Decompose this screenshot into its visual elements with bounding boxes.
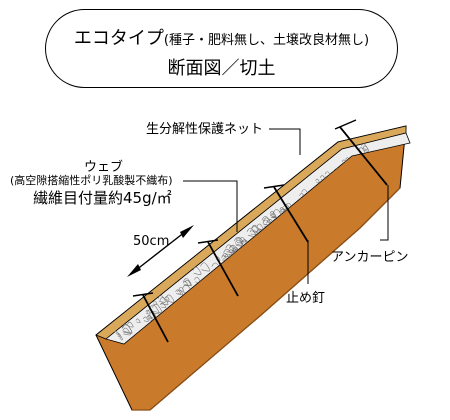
web-fiber — [164, 296, 170, 301]
web-fiber — [160, 302, 166, 308]
web-fiber — [157, 295, 166, 303]
net-label: 生分解性保護ネット — [146, 122, 264, 137]
title-product: エコタイプ — [73, 28, 164, 49]
web-fiber — [362, 145, 370, 152]
web-fiber — [165, 294, 175, 303]
web-fiber — [200, 262, 210, 272]
subtitle: 断面図／切土 — [167, 58, 276, 79]
web-fiber — [249, 229, 256, 236]
web-fiber — [145, 309, 151, 315]
web-fiber — [235, 239, 243, 247]
title-box: エコタイプ(種子・肥料無し、土壌改良材無し) 断面図／切土 — [45, 9, 398, 88]
web-fiber — [147, 314, 153, 320]
web-fiber — [269, 211, 276, 217]
stop-nail-label: 止め釘 — [286, 291, 326, 306]
anchor-pin-leader-line — [380, 185, 389, 241]
anchor-pin-label: アンカーピン — [331, 250, 409, 265]
web-fiber — [192, 266, 202, 275]
web-fiber — [121, 323, 132, 333]
slope-toe-line — [132, 187, 401, 411]
soil-layer — [95, 125, 407, 411]
stop-nail-1 — [132, 292, 169, 343]
stop-nail-3 — [263, 184, 309, 243]
web-fiber — [236, 237, 244, 244]
web-fiber — [256, 223, 264, 230]
web-fiber — [252, 225, 259, 232]
web-fiber — [143, 316, 149, 322]
web-fiber — [182, 281, 189, 286]
web-fiber — [175, 289, 182, 295]
title-line: エコタイプ(種子・肥料無し、土壌改良材無し) — [46, 24, 397, 50]
web-fiber — [183, 278, 192, 287]
web-fiber — [178, 286, 185, 292]
web-fiber — [251, 224, 261, 234]
web-fiber — [239, 236, 246, 243]
stop-nail-2 — [197, 239, 239, 297]
net-leader-line — [269, 128, 301, 155]
web-fiber — [234, 237, 243, 246]
web-fiber — [152, 300, 158, 305]
web-label: ウェブ — [84, 160, 124, 175]
web-fiber — [122, 327, 131, 336]
spacing-label: 50cm — [133, 234, 170, 249]
web-fiber — [246, 228, 257, 237]
web-fiber — [229, 245, 236, 251]
web-fiber — [135, 318, 141, 323]
web-weight-label: 繊維目付量約45g/㎡ — [33, 189, 172, 207]
web-leader-line — [183, 180, 238, 232]
web-fiber — [149, 304, 160, 315]
title-detail: (種子・肥料無し、土壌改良材無し) — [163, 33, 370, 48]
web-material-label: (高空隙搭縮性ポリ乳酸製不織布) — [10, 174, 173, 187]
anchor-pin — [334, 119, 388, 186]
web-fiber — [270, 213, 276, 219]
spacing-arrow — [127, 225, 194, 277]
web-fiber — [315, 178, 320, 183]
web-fiber — [127, 321, 134, 328]
web-fiber — [159, 297, 169, 306]
